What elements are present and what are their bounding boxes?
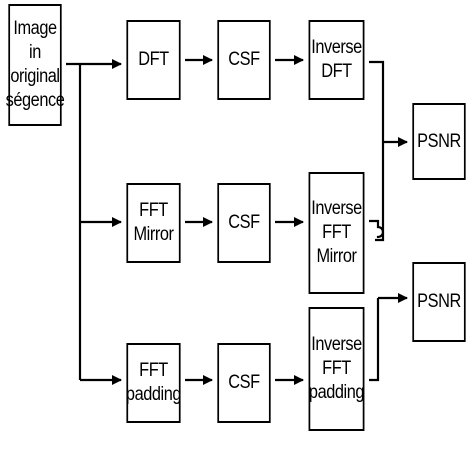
psnr-box-2: PSNR xyxy=(412,262,466,342)
inverse-fft-mirror-box: Inverse FFT Mirror xyxy=(308,172,365,294)
inverse-fft-mirror-line-2: FFT xyxy=(322,222,351,243)
inverse-dft-line-1: Inverse xyxy=(311,37,362,58)
fft-mirror-box: FFT Mirror xyxy=(126,183,181,263)
input-line-1: Image in xyxy=(13,18,57,63)
inverse-fft-padding-line-2: FFT xyxy=(322,358,351,379)
csf-box-1: CSF xyxy=(217,20,271,100)
dft-label: DFT xyxy=(138,49,169,70)
inverse-fft-padding-line-3: padding xyxy=(308,382,365,403)
line-inverse-dft-output xyxy=(369,60,385,242)
csf-box-2: CSF xyxy=(217,183,271,263)
inverse-fft-padding-line-1: Inverse xyxy=(311,334,362,355)
inverse-fft-mirror-line-3: Mirror xyxy=(316,246,357,267)
inverse-dft-line-2: DFT xyxy=(321,61,352,82)
line-inverse-fft-mirror-output xyxy=(369,219,385,239)
dft-box: DFT xyxy=(126,20,181,100)
fft-padding-box: FFT padding xyxy=(125,343,182,423)
csf-label-1: CSF xyxy=(228,49,260,70)
psnr-box-1: PSNR xyxy=(412,103,466,180)
inverse-dft-box: Inverse DFT xyxy=(308,20,365,100)
csf-box-3: CSF xyxy=(217,343,271,423)
psnr-label-2: PSNR xyxy=(417,291,461,312)
fft-padding-line-1: FFT xyxy=(139,360,168,381)
inverse-fft-mirror-line-1: Inverse xyxy=(311,198,362,219)
psnr-label-1: PSNR xyxy=(417,130,461,152)
input-image-box: Image in original ségence xyxy=(6,4,65,126)
input-line-2: original xyxy=(10,66,60,87)
inverse-fft-padding-box: Inverse FFT padding xyxy=(308,307,365,431)
csf-label-2: CSF xyxy=(228,212,260,233)
fft-mirror-line-2: Mirror xyxy=(133,224,174,245)
input-line-3: ségence xyxy=(5,90,65,111)
line-inverse-fft-padding-output xyxy=(369,298,380,382)
fft-mirror-line-1: FFT xyxy=(139,200,168,221)
csf-label-3: CSF xyxy=(228,372,260,393)
fft-padding-line-2: padding xyxy=(125,384,182,405)
